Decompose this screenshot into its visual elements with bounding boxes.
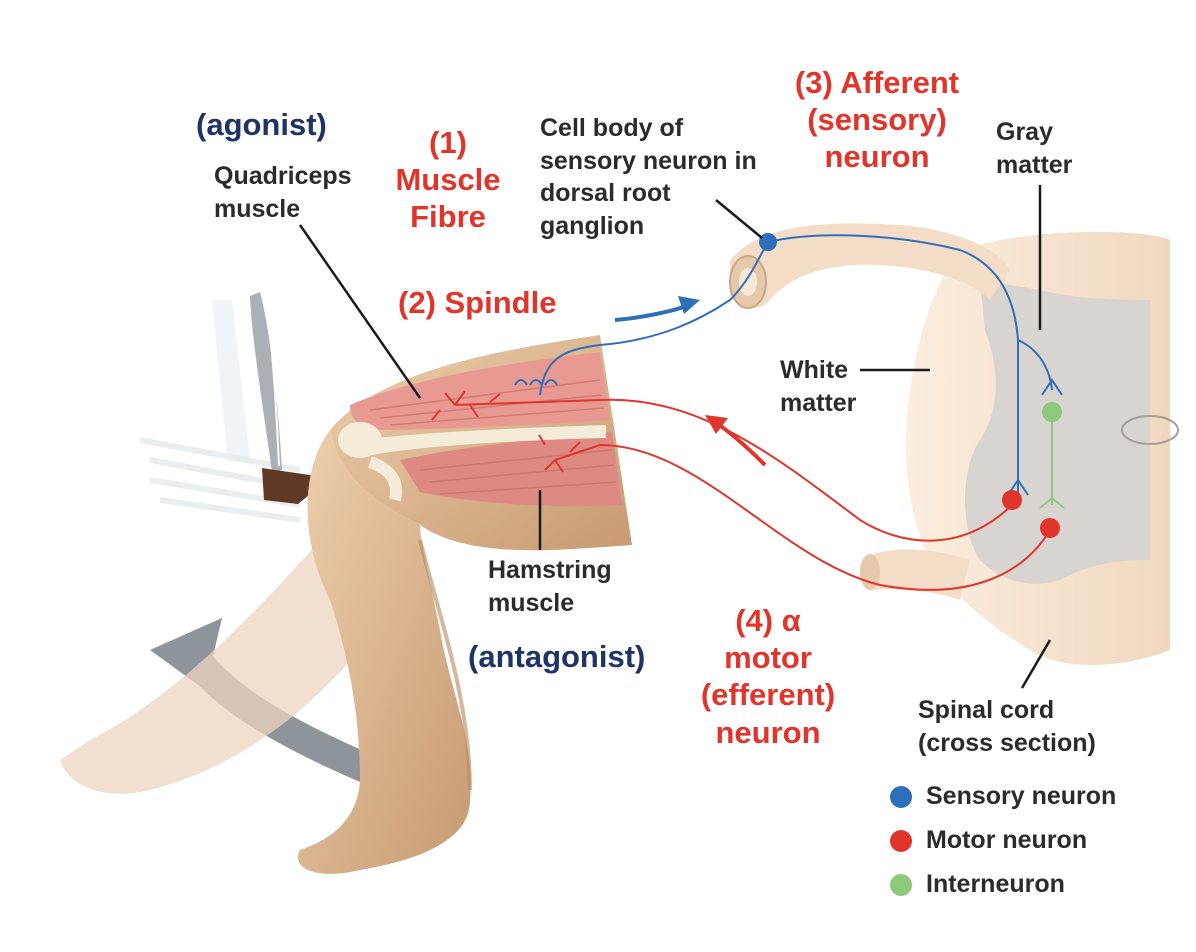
ghost-lower-leg [60,540,360,794]
quadriceps-label: Quadriceps muscle [214,162,352,223]
legend-label: Sensory neuron [926,782,1117,810]
sensory-neuron-path [514,234,1063,500]
central-canal [1121,415,1179,445]
motor-neuron-cell-body-1 [1002,490,1022,510]
cell-body-label: Cell body of sensory neuron in dorsal ro… [540,114,757,240]
interneuron-color-swatch [890,873,912,896]
sensory-direction-arrow [614,303,691,322]
legend-item-sensory: Sensory neuron [890,782,1116,811]
legend-item-interneuron: Interneuron [890,870,1065,899]
antagonist-label: (antagonist) [468,639,646,674]
tibia-bone [367,456,403,502]
motor-neuron-path [431,390,1051,591]
ventral-root [870,549,970,600]
agonist-label: (agonist) [196,107,327,142]
hamstring-label: Hamstring muscle [488,556,612,617]
legend-label: Motor neuron [926,826,1088,854]
patella [338,422,382,458]
sensory-neuron-cell-body [759,233,777,251]
gray-matter-label: Gray matter [996,118,1073,179]
legend-label: Interneuron [926,870,1065,898]
leader-lines [298,185,1052,689]
femur-bone [360,425,606,455]
motor-color-swatch [890,829,912,852]
shin-shadow [418,539,472,791]
motor-neuron-cell-body-2 [1040,518,1060,538]
afferent-neuron-label: (3) Afferent (sensory) neuron [794,65,960,175]
motor-direction-arrow [713,420,767,467]
spindle-label: (2) Spindle [398,285,557,320]
white-matter-label: White matter [780,356,857,417]
quadriceps-muscle [350,352,610,430]
interneuron-path [1039,412,1065,509]
muscle-fibre-label: (1) Muscle Fibre [395,125,501,235]
motor-neuron-label: (4) α motor (efferent) neuron [700,603,836,750]
lower-leg [298,430,471,874]
muscle-striations [369,379,617,495]
legend-item-motor: Motor neuron [890,826,1087,855]
interneuron-cell-body [1042,402,1062,422]
sensory-color-swatch [890,785,912,808]
spinal-cord-label: Spinal cord (cross section) [918,696,1096,757]
hamstring-muscle [400,432,622,507]
